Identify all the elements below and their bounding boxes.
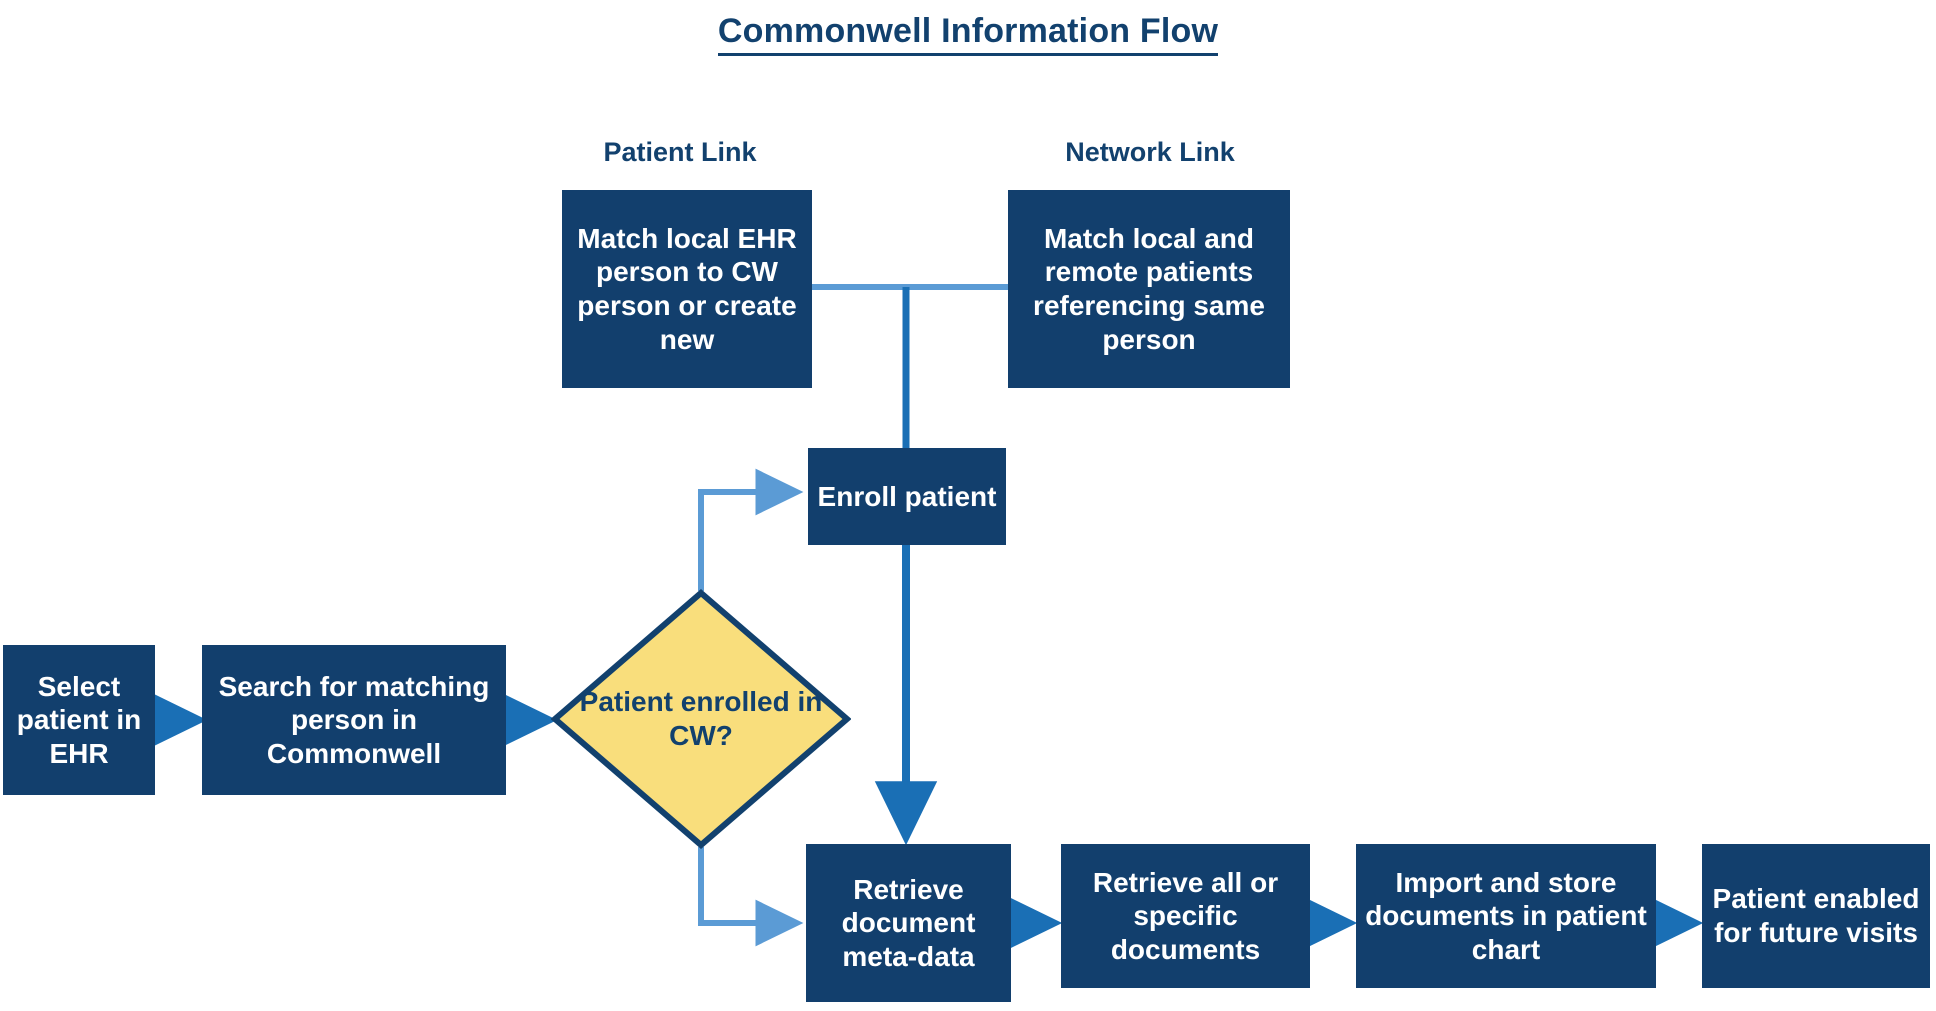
node-match-local-remote[interactable]: Match local and remote patients referenc…	[1008, 190, 1290, 388]
connector-decision-to-enroll	[698, 468, 804, 591]
page-title: Commonwell Information Flow	[0, 12, 1936, 56]
node-search-matching[interactable]: Search for matching person in Commonwell	[202, 645, 506, 795]
node-import-store[interactable]: Import and store documents in patient ch…	[1356, 844, 1656, 988]
node-retrieve-metadata[interactable]: Retrieve document meta-data	[806, 844, 1011, 1002]
group-label-patient-link: Patient Link	[603, 137, 757, 167]
node-retrieve-documents[interactable]: Retrieve all or specific documents	[1061, 844, 1310, 988]
node-patient-enabled[interactable]: Patient enabled for future visits	[1702, 844, 1930, 988]
connector-decision-to-metadata	[698, 847, 804, 947]
node-select-patient[interactable]: Select patient in EHR	[3, 645, 155, 795]
node-match-local-ehr[interactable]: Match local EHR person to CW person or c…	[562, 190, 812, 388]
node-enroll-patient[interactable]: Enroll patient	[808, 448, 1006, 545]
node-patient-enrolled-decision[interactable]: Patient enrolled in CW?	[551, 589, 851, 849]
group-label-network-link: Network Link	[1065, 137, 1235, 167]
decision-label: Patient enrolled in CW?	[579, 685, 823, 751]
page-title-text: Commonwell Information Flow	[717, 12, 1219, 56]
diamond-shape	[551, 589, 851, 849]
